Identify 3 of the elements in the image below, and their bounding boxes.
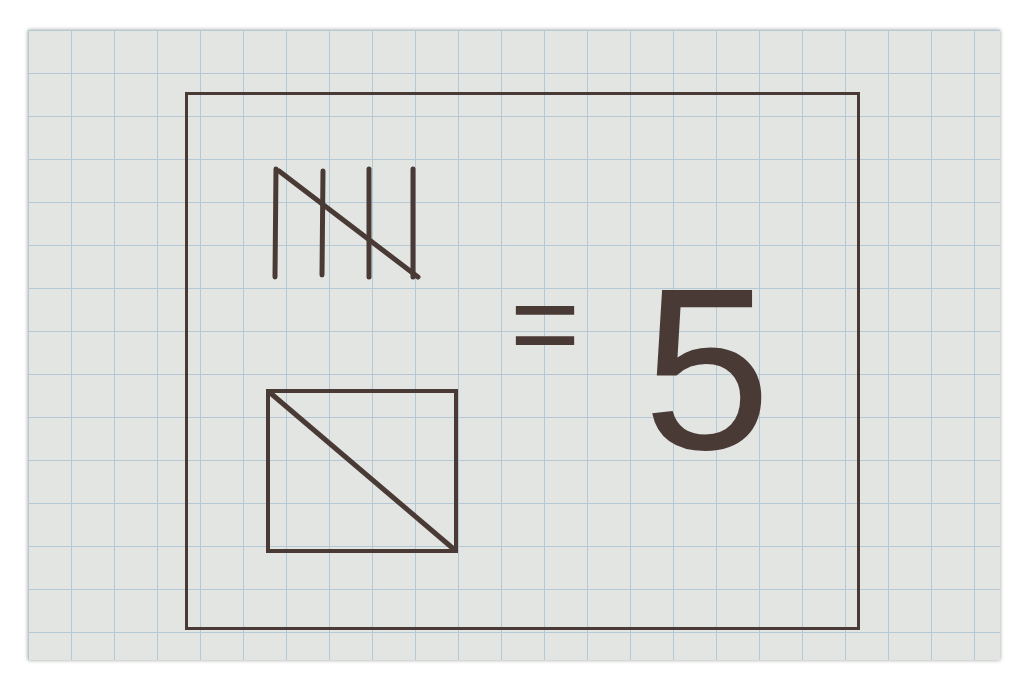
equals-sign: = (510, 263, 581, 383)
number-text: 5 (643, 255, 771, 485)
frame-box (185, 92, 860, 630)
